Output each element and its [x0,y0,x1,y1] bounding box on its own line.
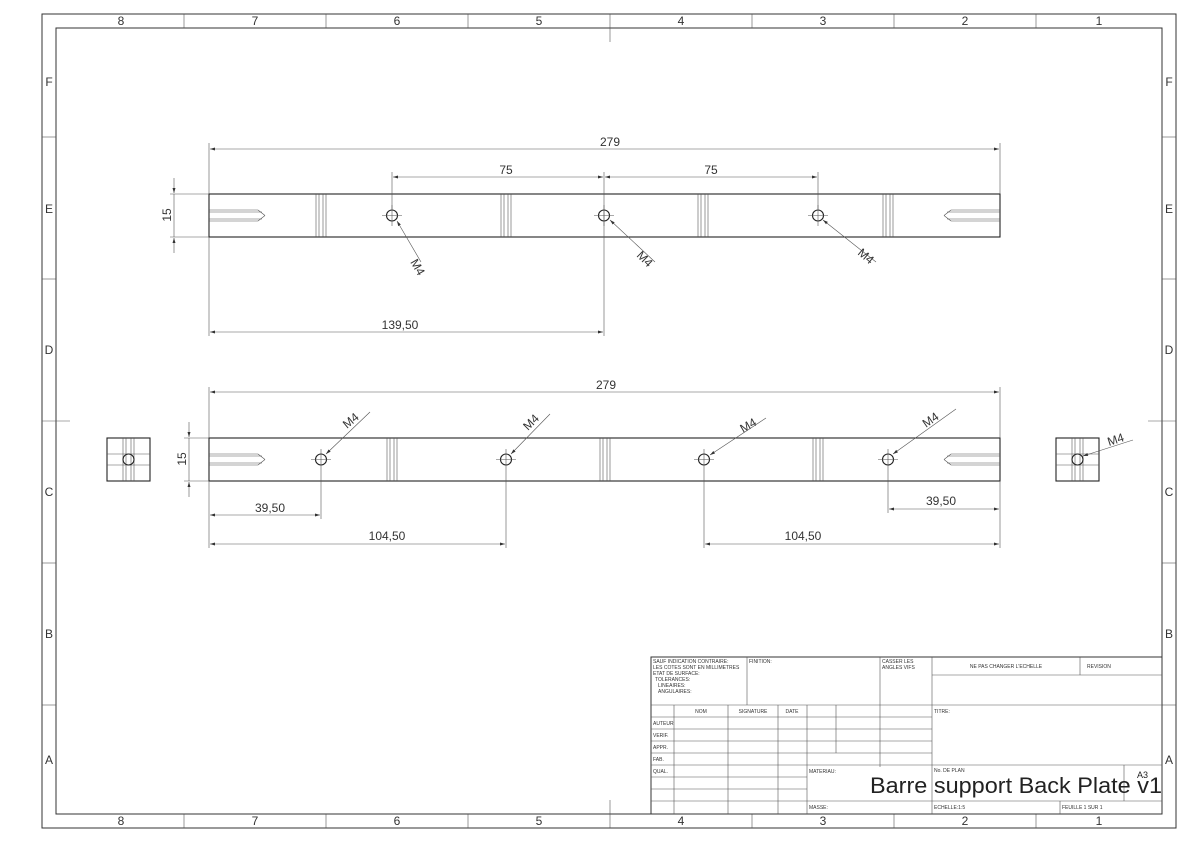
tb-drawing-title: Barre support Back Plate v1 [870,773,1162,798]
top-view-bar-outline [208,193,1001,238]
tb-sheet-label: FEUILLE 1 SUR 1 [1062,805,1103,811]
dim-top-height: 15 [160,208,174,222]
zone-row-d: D [45,343,54,357]
zone-labels-right: F E D C B A [1165,75,1174,767]
callout-bottom-m4-1: M4 [340,410,362,432]
top-view-end-thread-right [943,209,1000,222]
top-view-slots [315,194,894,237]
dim-bottom-left-second: 104,50 [369,529,406,543]
bottom-view-extension-lines [184,387,1001,548]
bottom-view-holes [311,449,898,470]
zone-row-f-right: F [1165,75,1172,89]
title-block: SAUF INDICATION CONTRAIRE: LES COTES SON… [650,656,1163,815]
zone-col-4-bottom: 4 [678,814,685,828]
tb-role-auteur: AUTEUR [653,721,674,727]
dim-top-overall: 279 [600,135,620,149]
zone-col-6-bottom: 6 [394,814,401,828]
zone-row-e: E [45,202,53,216]
tb-drawing-number-label: No. DE PLAN [934,768,965,774]
tb-role-appr: APPR. [653,745,668,751]
callout-top-m4-3: M4 [855,246,877,268]
tb-header-date: DATE [786,709,800,715]
zone-row-b: B [45,627,53,641]
tb-note-3: ETAT DE SURFACE: [653,671,700,677]
callout-top-m4-2: M4 [634,248,656,270]
callout-bottom-m4-3: M4 [738,415,760,436]
zone-col-1-bottom: 1 [1096,814,1103,828]
dim-top-center: 139,50 [382,318,419,332]
dim-bottom-left-edge: 39,50 [255,501,285,515]
zone-col-2: 2 [962,14,969,28]
zone-col-5: 5 [536,14,543,28]
bottom-view-end-thread-left [209,453,266,466]
callout-bottom-m4-4: M4 [920,409,942,430]
zone-col-3-bottom: 3 [820,814,827,828]
zone-col-3: 3 [820,14,827,28]
zone-col-8-bottom: 8 [118,814,125,828]
zone-col-8: 8 [118,14,125,28]
tb-role-verif: VERIF. [653,733,669,739]
top-view-holes [382,205,828,226]
dim-top-spacing-left: 75 [499,163,513,177]
zone-row-f: F [45,75,52,89]
zone-dividers [42,14,1176,828]
tb-mass-label: MASSE: [809,805,828,811]
tb-header-nom: NOM [695,709,707,715]
callout-top-m4-1: M4 [407,257,428,279]
bottom-view: 279 15 39,50 104,50 104,50 39,50 M4 M4 M… [175,378,1001,548]
zone-col-6: 6 [394,14,401,28]
tb-finish-label: FINITION: [749,659,772,665]
bottom-view-end-thread-right [943,453,1000,466]
end-view-right: M4 [1055,430,1134,482]
dim-bottom-right-edge: 39,50 [926,494,956,508]
zone-row-a: A [45,753,53,767]
tb-note-4: TOLERANCES: [655,677,690,683]
zone-col-2-bottom: 2 [962,814,969,828]
callout-bottom-m4-2: M4 [520,411,542,433]
tb-break-edges-2: ANGLES VIFS [882,665,915,671]
zone-col-7: 7 [252,14,259,28]
bottom-view-bar-outline [208,437,1001,482]
top-view-end-thread-left [209,209,266,222]
top-view-extension-lines [170,143,1001,336]
tb-material-label: MATERIAU: [809,769,836,775]
tb-scale-label: ECHELLE:1:5 [934,805,965,811]
tb-revision-label: REVISION [1087,664,1111,670]
callout-end-m4: M4 [1106,430,1126,449]
bottom-view-slots [386,438,824,481]
tb-role-fab: FAB. [653,757,664,763]
tb-note-5: LINEAIRES: [658,683,686,689]
tb-no-scale: NE PAS CHANGER L'ECHELLE [970,664,1043,670]
end-view-left [106,437,151,482]
tb-note-6: ANGULAIRES: [658,689,692,695]
zone-labels-top: 8 7 6 5 4 3 2 1 [118,14,1103,28]
top-view: 279 75 75 15 139,50 M4 M4 M4 [160,135,1001,336]
zone-row-a-right: A [1165,753,1173,767]
tb-break-edges-1: CASSER LES [882,659,914,665]
zone-labels-bottom: 8 7 6 5 4 3 2 1 [118,814,1103,828]
tb-role-qual: QUAL. [653,769,668,775]
zone-col-4: 4 [678,14,685,28]
tb-format: A3 [1137,770,1148,780]
tb-header-signature: SIGNATURE [739,709,768,715]
dim-top-spacing-right: 75 [704,163,718,177]
dim-bottom-overall: 279 [596,378,616,392]
zone-row-c: C [45,485,54,499]
tb-note-2: LES COTES SONT EN MILLIMETRES [653,665,740,671]
zone-row-c-right: C [1165,485,1174,499]
zone-row-e-right: E [1165,202,1173,216]
zone-row-b-right: B [1165,627,1173,641]
dim-bottom-right-second: 104,50 [785,529,822,543]
tb-title-label: TITRE: [934,709,950,715]
zone-labels-left: F E D C B A [45,75,54,767]
zone-row-d-right: D [1165,343,1174,357]
zone-col-5-bottom: 5 [536,814,543,828]
zone-col-1: 1 [1096,14,1103,28]
zone-col-7-bottom: 7 [252,814,259,828]
tb-note-1: SAUF INDICATION CONTRAIRE: [653,659,728,665]
dim-bottom-height: 15 [175,452,189,466]
